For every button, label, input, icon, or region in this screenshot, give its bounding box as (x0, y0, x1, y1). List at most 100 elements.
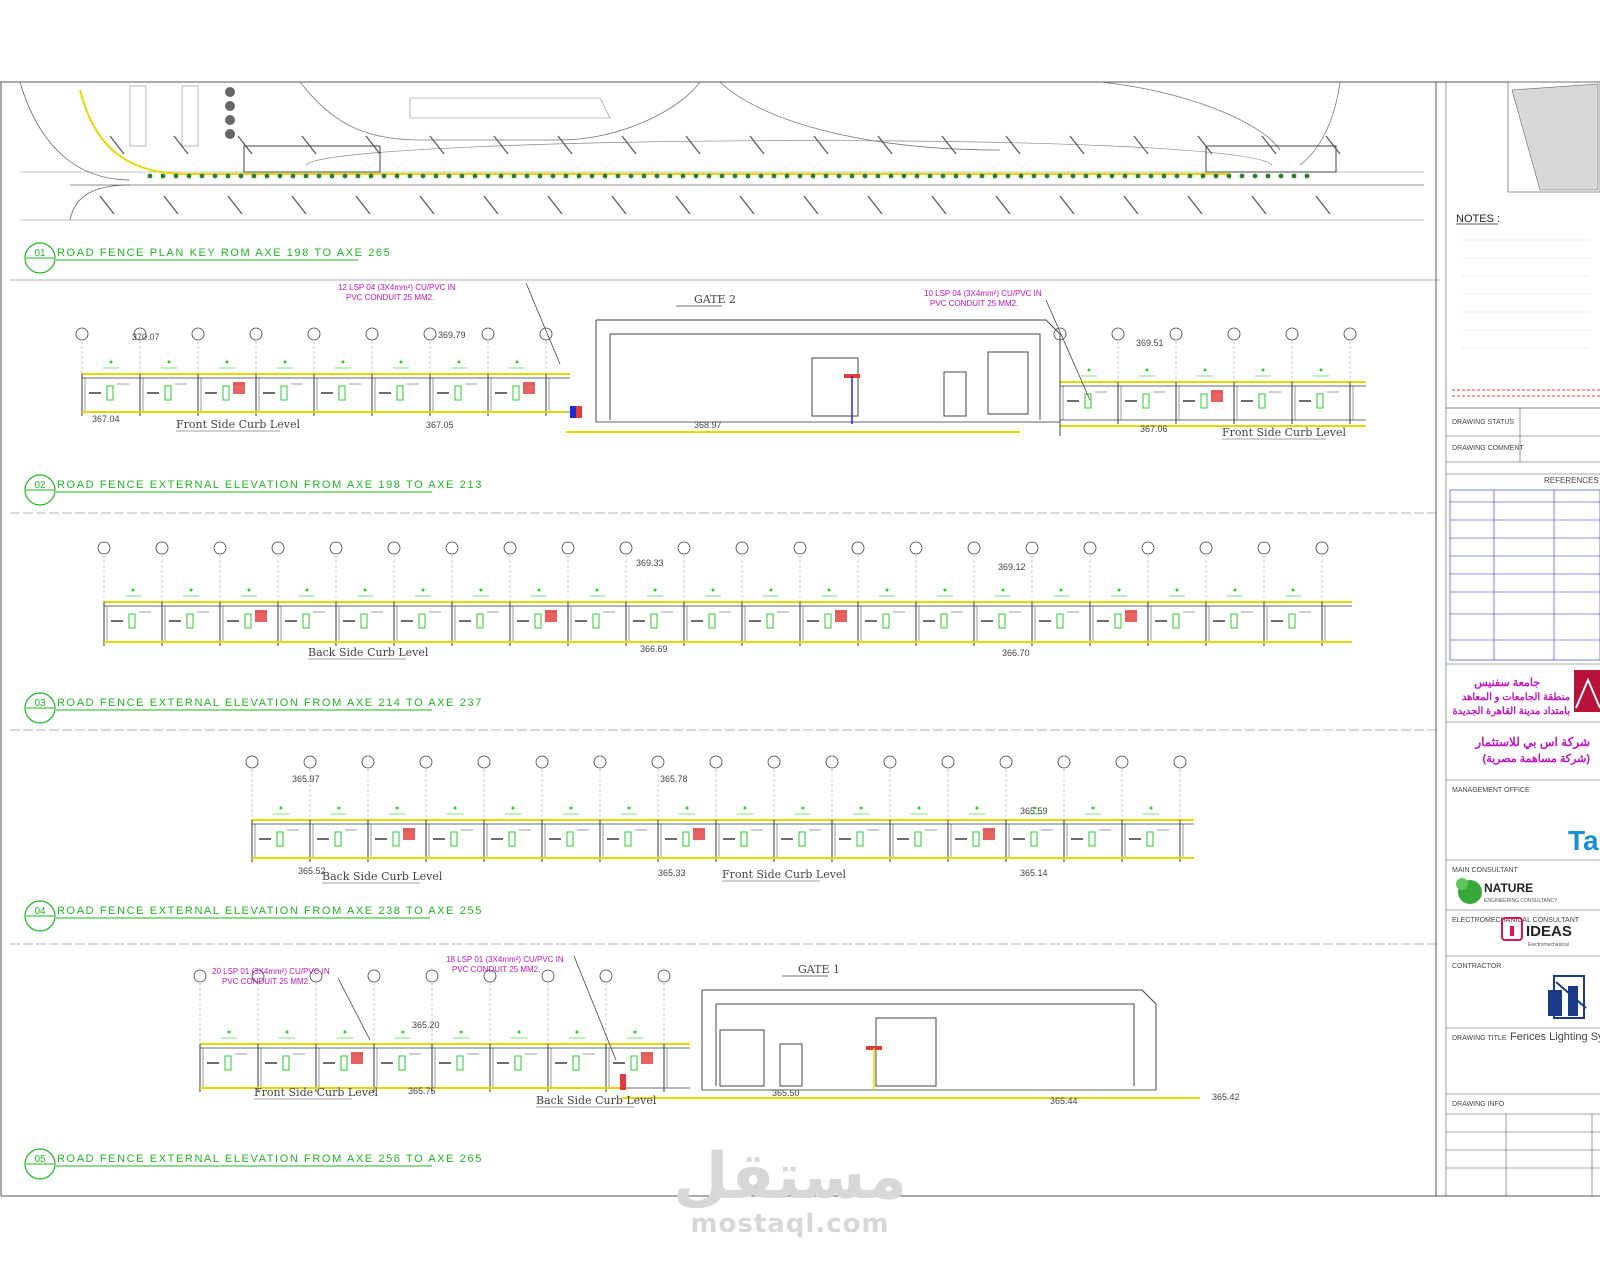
contractor-label: CONTRACTOR (1452, 963, 1501, 970)
cable-note-c: 20 LSP 01 (3X4mm²) CU/PVC IN (212, 967, 330, 976)
curb-level-back-03: Back Side Curb Level (308, 646, 429, 659)
axis-bubble (329, 541, 343, 555)
axis-bubble (561, 541, 575, 555)
gate-2-label: GATE 2 (694, 293, 736, 306)
section-number-01: 01 (34, 248, 46, 259)
axis-bubble (1173, 755, 1187, 769)
section-number-04: 04 (34, 906, 46, 917)
level-03-3: 369.12 (998, 562, 1026, 572)
drawing-comment-label: DRAWING COMMENT (1452, 445, 1524, 452)
axis-bubble (677, 541, 691, 555)
axis-bubble (249, 327, 263, 341)
axis-bubble (599, 969, 613, 983)
axis-bubble (245, 755, 259, 769)
elevation-02: GATE 2 12 LSP 04 (3X4mm²) CU/PVC IN PVC … (75, 282, 1366, 440)
axis-bubble (883, 755, 897, 769)
curb-level-front-02b: Front Side Curb Level (1222, 426, 1346, 439)
level-02-1: 370.07 (132, 332, 160, 342)
axis-bubble (657, 969, 671, 983)
cable-note-d: 18 LSP 01 (3X4mm²) CU/PVC IN (446, 955, 564, 964)
curb-level-front-04: Front Side Curb Level (722, 868, 846, 881)
level-03-2: 366.69 (640, 644, 668, 654)
plan-light-points (147, 173, 1310, 179)
section-title-03: 03 ROAD FENCE EXTERNAL ELEVATION FROM AX… (24, 692, 483, 724)
axis-bubble (1111, 327, 1125, 341)
axis-bubble (481, 327, 495, 341)
section-number-03: 03 (34, 698, 46, 709)
watermark-arabic: مستقل (672, 1140, 908, 1214)
section-number-02: 02 (34, 480, 46, 491)
gate-1-frame (701, 989, 1157, 1091)
section-label-04: ROAD FENCE EXTERNAL ELEVATION FROM AXE 2… (57, 905, 483, 917)
level-02-6: 367.06 (1140, 424, 1168, 434)
axis-bubble (541, 969, 555, 983)
axis-bubble (619, 541, 633, 555)
section-label-01: ROAD FENCE PLAN KEY ROM AXE 198 TO AXE 2… (57, 247, 391, 259)
nature-logo-text: NATURE (1484, 881, 1533, 895)
level-04-5: 365.59 (1020, 806, 1048, 816)
curb-level-front-05: Front Side Curb Level (254, 1086, 378, 1099)
axis-bubble (97, 541, 111, 555)
section-number-05: 05 (34, 1154, 46, 1165)
curb-level-back-04: Back Side Curb Level (322, 870, 443, 883)
level-04-4: 365.33 (658, 868, 686, 878)
axis-bubble (155, 541, 169, 555)
level-02-4: 368.97 (694, 420, 722, 430)
level-04-6: 365.14 (1020, 868, 1048, 878)
plan-view (19, 81, 1600, 221)
axis-bubble (1199, 541, 1213, 555)
plan-axis-labels (99, 135, 1341, 215)
notes-heading: NOTES : (1456, 213, 1500, 225)
axis-bubble (1083, 541, 1097, 555)
axis-bubble (651, 755, 665, 769)
gate-1-label: GATE 1 (798, 963, 840, 976)
axis-bubble (941, 755, 955, 769)
axis-bubble (503, 541, 517, 555)
fence-s2-modules (75, 327, 1366, 424)
main-consultant-label: MAIN CONSULTANT (1452, 867, 1519, 874)
axis-bubble (909, 541, 923, 555)
axis-bubble (477, 755, 491, 769)
axis-bubble (1343, 327, 1357, 341)
cable-note-c2: PVC CONDUIT 25 MM2. (222, 977, 310, 986)
level-02-5: 369.51 (1136, 338, 1164, 348)
axis-bubble (213, 541, 227, 555)
cable-note-a2: PVC CONDUIT 25 MM2. (346, 293, 434, 302)
axis-bubble (387, 541, 401, 555)
electromechanical-consultant-label: ELECTROMECHANICAL CONSULTANT (1452, 917, 1580, 924)
title-block: NOTES : DRAWING STATUS DRAWING COMMENT R… (1446, 213, 1600, 1196)
sheet-border (0, 81, 1600, 1197)
contractor-logo (1548, 975, 1587, 1019)
axis-bubble (445, 541, 459, 555)
axis-bubble (423, 327, 437, 341)
section-label-03: ROAD FENCE EXTERNAL ELEVATION FROM AXE 2… (57, 697, 483, 709)
elevation-04: Back Side Curb Level Front Side Curb Lev… (245, 755, 1194, 884)
references-label: REFERENCES (1544, 476, 1599, 485)
axis-bubble (133, 327, 147, 341)
axis-bubble (1115, 755, 1129, 769)
axis-bubble (309, 969, 323, 983)
client-ar-line-1: جامعة سفنيس (1474, 677, 1540, 689)
fence-s4-modules (245, 755, 1194, 862)
axis-bubble (1315, 541, 1329, 555)
axis-bubble (1141, 541, 1155, 555)
level-05-5: 365.44 (1050, 1096, 1078, 1106)
axis-bubble (1257, 541, 1271, 555)
axis-bubble (307, 327, 321, 341)
section-title-01: 01 ROAD FENCE PLAN KEY ROM AXE 198 TO AX… (24, 242, 391, 274)
axis-bubble (1285, 327, 1299, 341)
level-05-3: 365.50 (772, 1088, 800, 1098)
axis-bubble (735, 541, 749, 555)
fence-s5-modules (193, 969, 690, 1092)
axis-bubble (419, 755, 433, 769)
axis-bubble (967, 541, 981, 555)
elevation-05: GATE 1 20 LSP 01 (3X4mm²) CU/PVC IN PVC … (193, 955, 1240, 1108)
level-05-4: 365.42 (1212, 1092, 1240, 1102)
gate-2-frame (595, 319, 1061, 436)
elevation-03: Back Side Curb Level 369.33 366.69 369.1… (97, 541, 1352, 660)
level-04-3: 365.78 (660, 774, 688, 784)
owner-ar-line-2: (شركة مساهمة مصرية) (1483, 753, 1591, 765)
watermark-url: mostaql.com (690, 1209, 890, 1239)
level-04-2: 365.52 (298, 866, 326, 876)
